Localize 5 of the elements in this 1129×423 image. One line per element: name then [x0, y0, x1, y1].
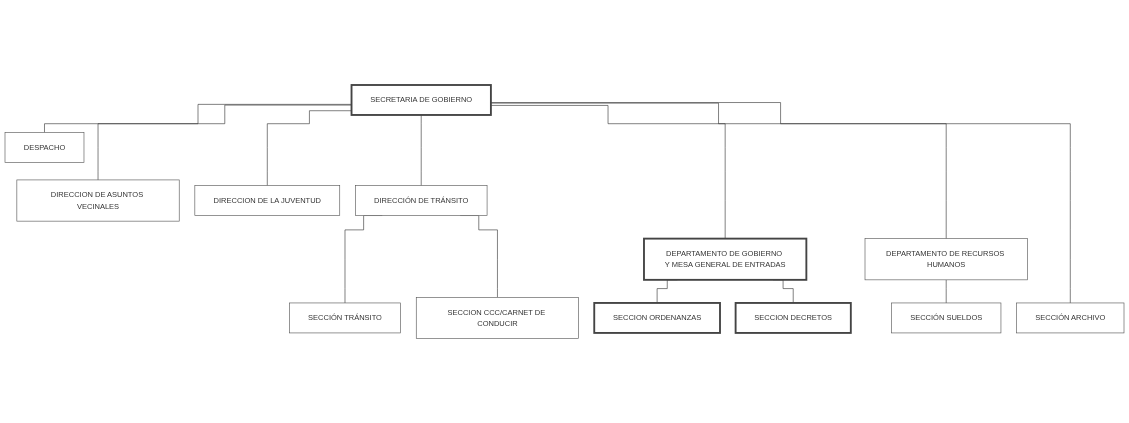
connector	[490, 102, 947, 239]
connector	[97, 104, 352, 180]
connector	[267, 110, 352, 186]
connector	[420, 114, 422, 186]
connector	[490, 104, 726, 239]
